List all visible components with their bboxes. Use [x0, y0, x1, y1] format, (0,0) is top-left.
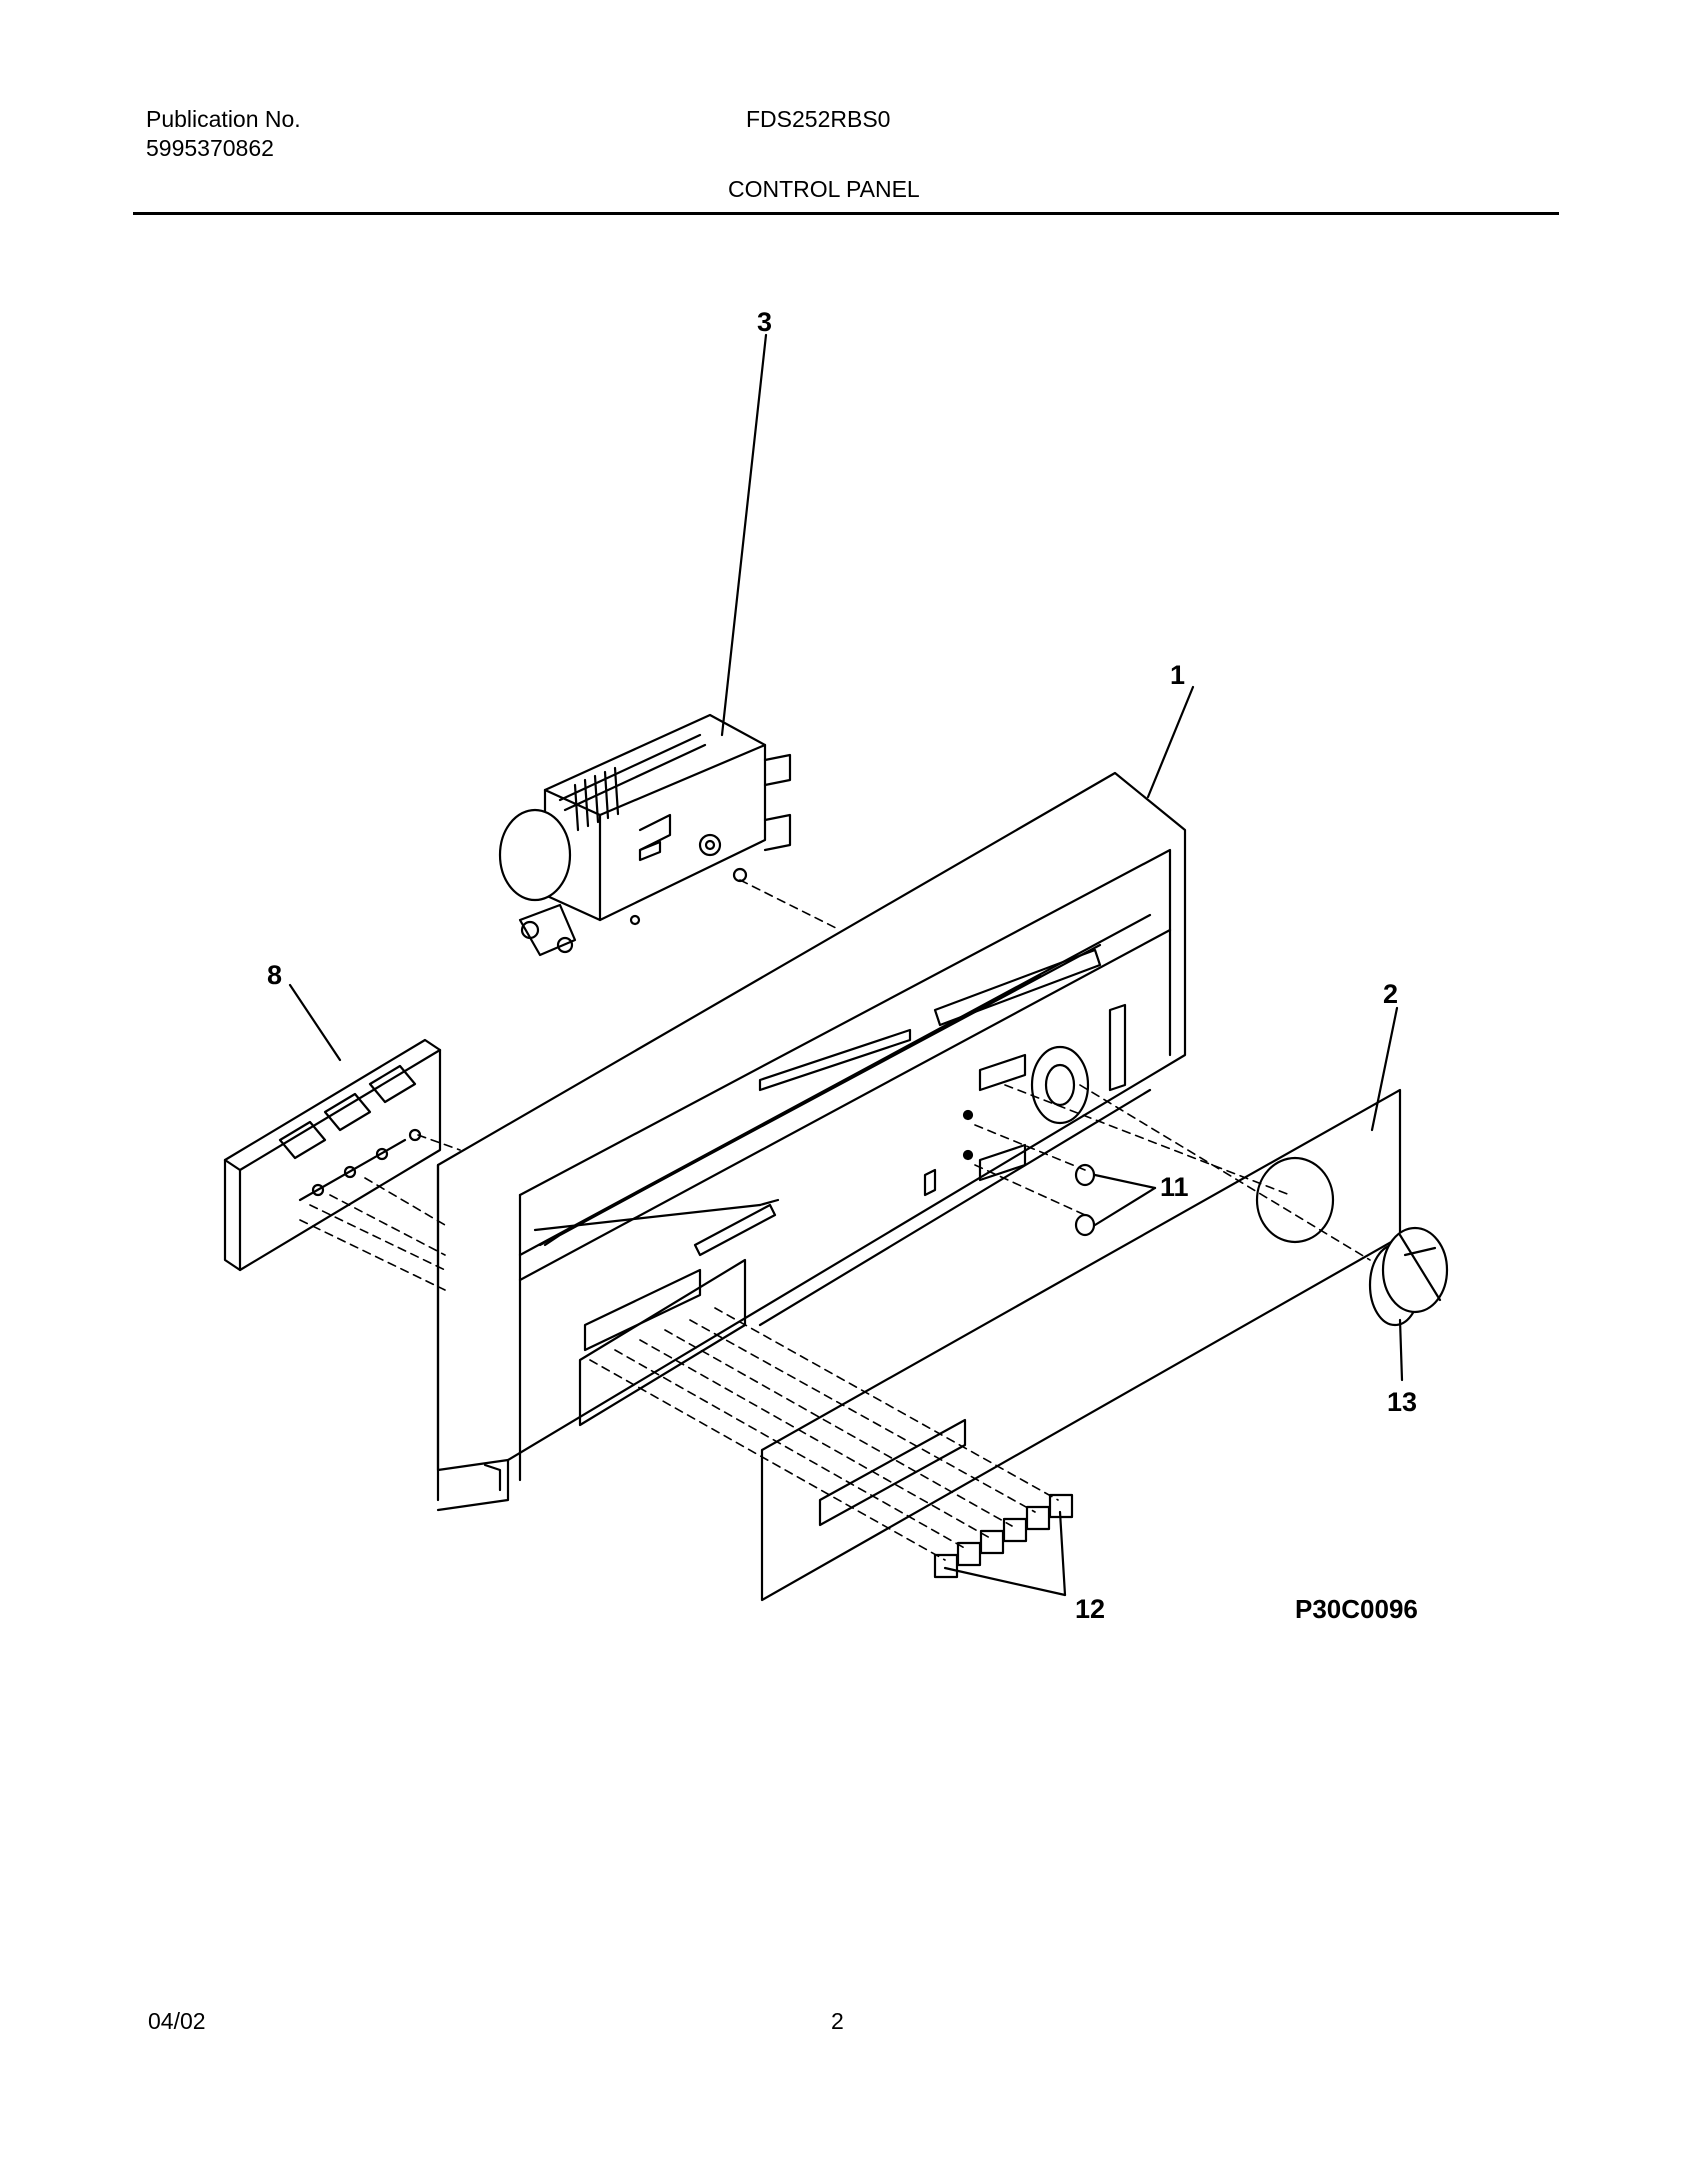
callout-2: 2: [1383, 979, 1398, 1009]
callout-3: 3: [757, 307, 772, 337]
publication-number: 5995370862: [146, 135, 274, 161]
callout-12: 12: [1075, 1594, 1105, 1624]
footer-page-number: 2: [831, 2008, 844, 2034]
drawing-code: P30C0096: [1295, 1594, 1418, 1624]
publication-label: Publication No.: [146, 106, 301, 132]
button-keys: [933, 1493, 1074, 1579]
switch-assembly: [223, 1038, 442, 1272]
footer-date: 04/02: [148, 2008, 206, 2034]
header-rule: [133, 212, 1559, 215]
timer-assembly: [498, 713, 792, 957]
callout-8: 8: [267, 960, 282, 990]
control-panel-housing: [436, 771, 1187, 1512]
indicator-lights: [1074, 1163, 1096, 1237]
callout-1: 1: [1170, 660, 1185, 690]
callout-13: 13: [1387, 1387, 1417, 1417]
callout-11: 11: [1160, 1172, 1189, 1202]
model-number: FDS252RBS0: [746, 106, 891, 132]
knob: [1368, 1226, 1449, 1327]
section-title: CONTROL PANEL: [728, 176, 920, 202]
